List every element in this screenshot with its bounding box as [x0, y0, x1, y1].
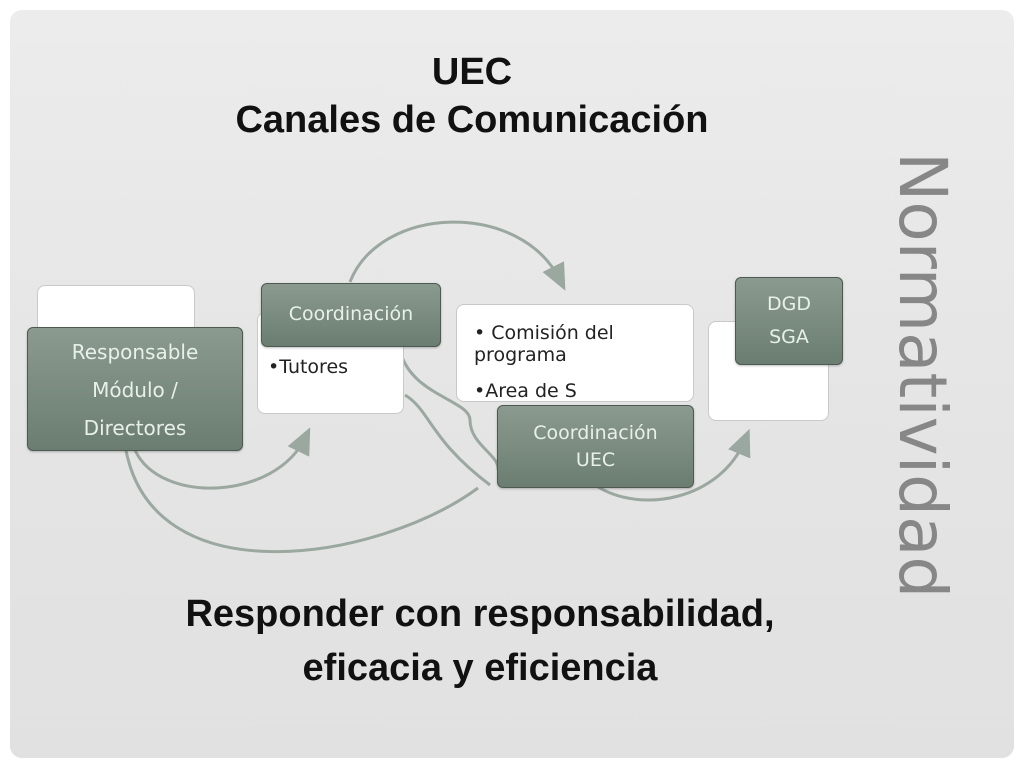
arrow-arc-left [133, 427, 311, 490]
comision-text-1: Comisión del programa [474, 322, 614, 366]
arrow-tutores-to-uec-2 [404, 393, 491, 487]
footer-line-1: Responder con responsabilidad, [185, 593, 775, 635]
coordinacion-uec-line-1: Coordinación [533, 422, 658, 444]
responsable-line-2: Módulo / [92, 378, 178, 402]
coordinacion-label: Coordinación [288, 303, 414, 325]
arrow-arc-top [348, 220, 566, 291]
arrow-tutores-to-uec [398, 349, 500, 471]
responsable-line-3: Directores [83, 416, 187, 440]
comision-bullet-2: •Area de S [474, 380, 684, 402]
comision-bullet-1: • Comisión del programa [474, 322, 684, 366]
title-line-1: UEC [431, 51, 513, 93]
comision-text-2: Area de S [485, 380, 577, 402]
coordinacion-uec-line-2: UEC [575, 449, 616, 471]
arrow-arc-right [594, 428, 751, 502]
tutores-bullet: •Tutores [268, 356, 398, 378]
title-line-2: Canales de Comunicación [235, 99, 709, 141]
side-label-normatividad: Normatividad [884, 152, 961, 599]
footer-line-2: eficacia y eficiencia [302, 647, 658, 689]
dgd-label: DGD [767, 293, 811, 315]
responsable-node[interactable]: Responsable Módulo / Directores [27, 327, 243, 451]
tutores-text: Tutores [279, 356, 349, 378]
sga-label: SGA [769, 326, 809, 348]
bullet-icon: • [268, 356, 280, 378]
coordinacion-node[interactable]: Coordinación [261, 283, 441, 347]
coordinacion-uec-node[interactable]: Coordinación UEC [497, 405, 694, 488]
bullet-icon: • [474, 322, 492, 344]
responsable-line-1: Responsable [71, 340, 199, 364]
comision-box[interactable] [456, 304, 694, 402]
arrow-return-long [123, 444, 479, 554]
dgd-sga-node[interactable]: DGD SGA [735, 277, 843, 365]
bullet-icon: • [474, 380, 486, 402]
